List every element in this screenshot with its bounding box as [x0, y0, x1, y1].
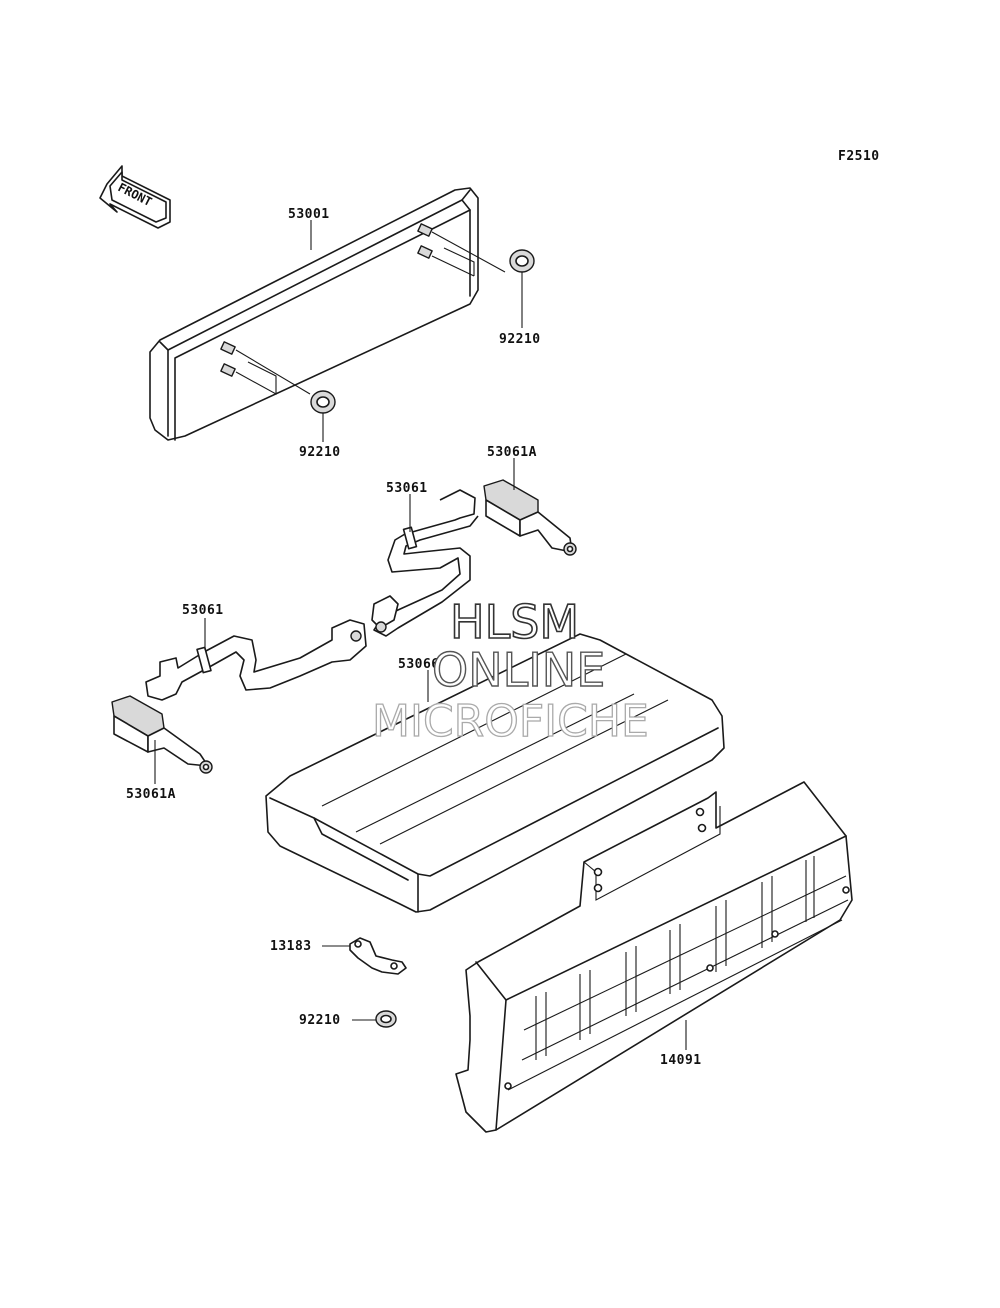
part-label-92210-top: 92210: [499, 332, 541, 347]
part-53061A-top: [483, 479, 577, 556]
part-53061-top: [371, 489, 479, 637]
nut-icon: [375, 1010, 397, 1028]
watermark-line1: HLSM: [450, 595, 579, 649]
watermark-line3: MICROFICHE: [372, 696, 649, 747]
leader-lines: [154, 220, 687, 1050]
part-53061-left: [145, 619, 367, 701]
part-label-13183: 13183: [270, 939, 312, 954]
figure-code: F2510: [838, 149, 880, 164]
part-label-53061A-left: 53061A: [126, 787, 176, 802]
part-53061A-left: [111, 695, 213, 774]
part-label-53061-top: 53061: [386, 481, 428, 496]
nut-icon: [310, 390, 336, 414]
part-53066: [265, 633, 725, 913]
part-label-53001: 53001: [288, 207, 330, 222]
part-label-92210-mid: 92210: [299, 445, 341, 460]
nut-icon: [509, 249, 535, 273]
part-label-53061A-top: 53061A: [487, 445, 537, 460]
rib-icon: [535, 856, 815, 1060]
part-13183: [349, 937, 407, 975]
part-53001: [149, 187, 506, 441]
part-14091: [455, 781, 853, 1133]
watermark-line2: ONLINE: [432, 643, 605, 697]
front-arrow-icon: FRONT: [99, 165, 171, 229]
part-label-53066: 53066: [398, 657, 440, 672]
part-label-14091: 14091: [660, 1053, 702, 1068]
part-label-92210-bot: 92210: [299, 1013, 341, 1028]
part-label-53061-left: 53061: [182, 603, 224, 618]
watermark: HLSM ONLINE MICROFICHE: [371, 594, 649, 747]
stud-icon: [220, 223, 433, 377]
